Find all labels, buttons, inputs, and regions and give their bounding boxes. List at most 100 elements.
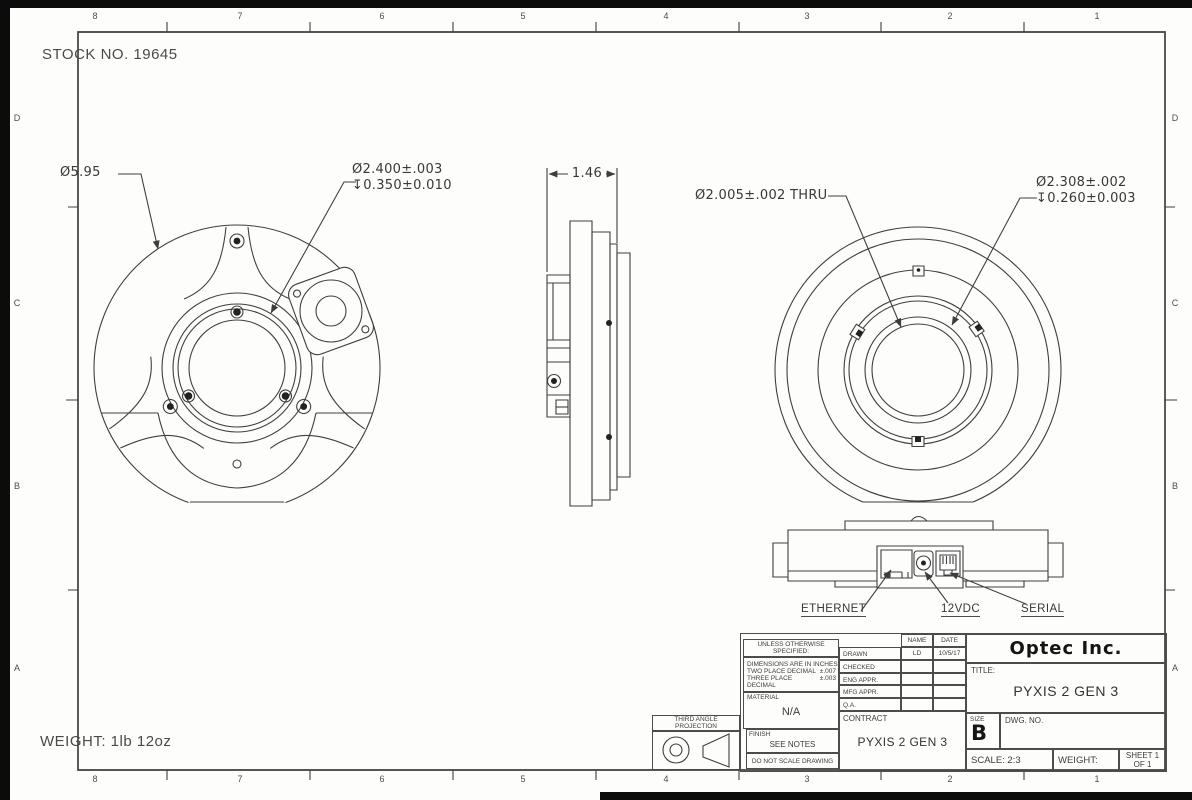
weight-cell: WEIGHT: [1053, 749, 1119, 771]
contract-cell: CONTRACT PYXIS 2 GEN 3 [839, 711, 966, 771]
material-cell: MATERIAL N/A [743, 692, 839, 729]
approval-row-date: 10/5/17 [933, 647, 966, 660]
approval-row-name [901, 660, 933, 673]
zone-col-top-7: 7 [237, 11, 243, 21]
tab-right [969, 321, 984, 337]
scale-cell: SCALE: 2:3 [966, 749, 1053, 771]
zone-col-top-1: 1 [1094, 11, 1100, 21]
approval-row-label: Q.A. [839, 698, 901, 711]
zone-row-left-b: B [13, 481, 20, 491]
zone-row-left-c: C [13, 298, 21, 308]
zone-col-bot-8: 8 [92, 774, 98, 784]
contract-value: PYXIS 2 GEN 3 [857, 735, 948, 749]
zone-row-right-a: A [1171, 663, 1178, 673]
zone-row-left-a: A [13, 663, 20, 673]
zone-col-bot-3: 3 [804, 774, 810, 784]
zone-col-top-2: 2 [947, 11, 953, 21]
projection-box: THIRD ANGLE PROJECTION [652, 715, 740, 770]
zone-col-top-3: 3 [804, 11, 810, 21]
approval-row-label: ENG APPR. [839, 673, 901, 685]
title-value: PYXIS 2 GEN 3 [1013, 683, 1119, 699]
side-view [547, 168, 630, 506]
zone-row-left-d: D [13, 113, 21, 123]
approval-row-date [933, 698, 966, 711]
callout-front-counterbore: Ø2.400±.003 ↧0.350±0.010 [352, 162, 452, 194]
approval-row-name [901, 673, 933, 685]
tab-bottom [912, 437, 924, 447]
serial-jack [936, 551, 960, 576]
title-label: TITLE: [971, 666, 996, 675]
sheet-border [66, 22, 1177, 780]
zone-col-bot-5: 5 [520, 774, 526, 784]
approval-row-name [901, 698, 933, 711]
tolerance-note: DIMENSIONS ARE IN INCHES TWO PLACE DECIM… [743, 657, 839, 692]
dwg-no-cell: DWG. NO. [1000, 713, 1166, 749]
approval-row-date [933, 673, 966, 685]
third-angle-projection-icon [663, 734, 729, 767]
dwg-no-label: DWG. NO. [1005, 716, 1044, 725]
spoke-top [184, 227, 290, 318]
projection-label: THIRD ANGLE PROJECTION [652, 715, 740, 731]
finish-value: SEE NOTES [769, 739, 816, 749]
title-cell: TITLE: PYXIS 2 GEN 3 [966, 663, 1166, 713]
zone-col-bot-1: 1 [1094, 774, 1100, 784]
zone-col-bot-2: 2 [947, 774, 953, 784]
finish-cell: FINISH SEE NOTES [746, 729, 839, 753]
zone-row-right-c: C [1171, 298, 1179, 308]
company-name: Optec Inc. [1009, 638, 1123, 659]
scan-edge-bottom [600, 792, 1192, 800]
approval-row-date [933, 685, 966, 698]
weight-note: WEIGHT: 1lb 12oz [40, 733, 172, 750]
zone-col-top-8: 8 [92, 11, 98, 21]
scan-edge-top [0, 0, 1192, 8]
callout-side-thickness: 1.46 [568, 166, 606, 182]
back-view [775, 196, 1061, 518]
front-view [88, 174, 385, 518]
zone-row-right-b: B [1171, 481, 1178, 491]
connector-view [773, 517, 1063, 612]
spoke-lower-right [254, 347, 386, 484]
tolerance-line2: TWO PLACE DECIMAL ±.007 [747, 668, 836, 675]
zone-col-top-5: 5 [520, 11, 526, 21]
approval-row-name: LD [901, 647, 933, 660]
leader-back-bore [828, 196, 901, 328]
size-cell: SIZE B [966, 713, 1000, 749]
tab-left [850, 324, 865, 339]
tolerance-line1: DIMENSIONS ARE IN INCHES [747, 661, 838, 668]
sheet-cell: SHEET 1 OF 1 [1119, 749, 1166, 771]
projection-symbol-cell [652, 731, 740, 770]
spoke-lower-left [88, 347, 220, 484]
contract-label: CONTRACT [843, 714, 888, 723]
zone-col-bot-6: 6 [379, 774, 385, 784]
zone-col-bot-7: 7 [237, 774, 243, 784]
leader-power [925, 571, 948, 603]
zone-row-right-d: D [1171, 113, 1179, 123]
tolerance-header: UNLESS OTHERWISE SPECIFIED: [743, 639, 839, 657]
leader-ethernet [861, 569, 891, 611]
back-counterbore-depth: ↧0.260±0.003 [1036, 191, 1136, 206]
label-power: 12VDC [941, 603, 981, 617]
approval-row-label: CHECKED [839, 660, 901, 673]
motor-pod [300, 280, 362, 342]
approval-row-date [933, 660, 966, 673]
zone-col-top-6: 6 [379, 11, 385, 21]
company-cell: Optec Inc. [966, 634, 1166, 663]
size-value: B [971, 721, 988, 745]
leader-serial [949, 573, 1026, 604]
approvals-name-header: NAME [901, 634, 933, 647]
leader-back-counterbore [952, 198, 1037, 326]
leader-front-diameter [118, 174, 160, 250]
approval-row-name [901, 685, 933, 698]
label-serial: SERIAL [1021, 603, 1065, 617]
zone-col-top-4: 4 [663, 11, 669, 21]
zone-col-bot-4: 4 [663, 774, 669, 784]
callout-front-diameter: Ø5.95 [60, 165, 101, 180]
stock-number: STOCK NO. 19645 [42, 46, 178, 63]
finish-label: FINISH [749, 731, 771, 738]
tolerance-line3: THREE PLACE DECIMAL ±.003 [747, 675, 836, 689]
callout-back-counterbore: Ø2.308±.002 ↧0.260±0.003 [1036, 175, 1136, 207]
approval-row-label: MFG APPR. [839, 685, 901, 698]
material-value: N/A [781, 706, 801, 718]
